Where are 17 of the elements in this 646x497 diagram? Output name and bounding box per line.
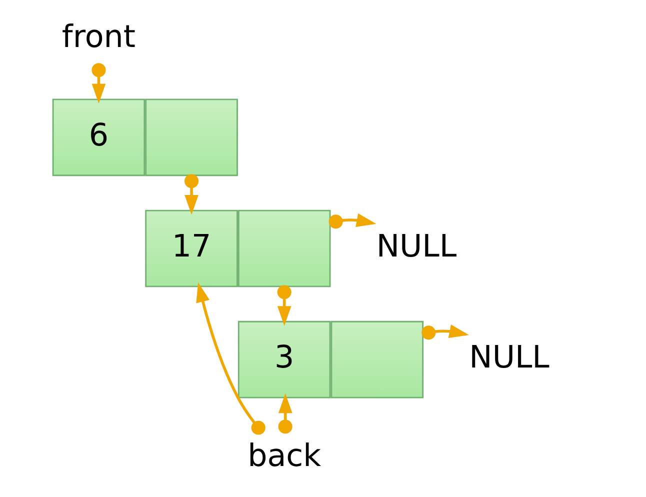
arrow <box>277 285 292 326</box>
arrow <box>278 393 292 434</box>
arrow <box>422 324 470 340</box>
node-text: back <box>248 438 322 474</box>
node-text: front <box>62 18 136 55</box>
node-box <box>145 98 238 176</box>
arrow <box>328 213 376 229</box>
node-text: NULL <box>376 228 457 264</box>
node-box <box>238 210 331 288</box>
node-box: 17 <box>145 210 238 288</box>
arrow <box>184 174 199 215</box>
node-text: NULL <box>469 339 550 376</box>
node-box: 6 <box>52 98 146 176</box>
arrow <box>196 282 266 435</box>
node-box: 3 <box>238 320 331 398</box>
node-box <box>330 320 424 398</box>
arrow <box>92 63 106 104</box>
